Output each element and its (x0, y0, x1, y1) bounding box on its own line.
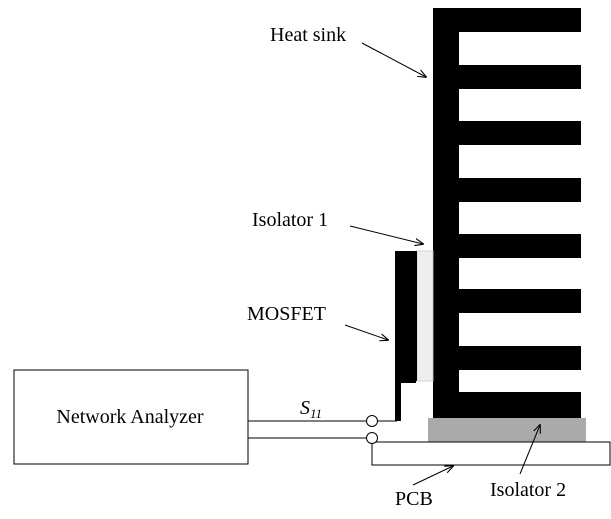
mosfet-label: MOSFET (247, 303, 326, 325)
heat-sink-fin (433, 289, 581, 313)
heat-sink-fin (433, 234, 581, 258)
isolator-2 (428, 418, 586, 442)
mosfet-tab (401, 381, 416, 383)
heat-sink (433, 8, 581, 418)
s11-symbol: S (300, 397, 310, 419)
isolator-1-pointer-arrow (349, 225, 423, 244)
heat-sink-fin (433, 346, 581, 370)
heat-sink-fin (433, 121, 581, 145)
isolator-2-label: Isolator 2 (490, 479, 566, 501)
s11-label: S11 (300, 397, 322, 421)
heat-sink-pointer-arrow (361, 42, 426, 77)
network-analyzer-box (13, 369, 249, 465)
isolator-1-label: Isolator 1 (252, 209, 328, 231)
port-terminal-upper (366, 415, 378, 427)
isolator-2-pointer-arrow (519, 425, 540, 475)
heat-sink-fin (433, 392, 581, 418)
mosfet-body (395, 251, 417, 381)
mosfet-lead (395, 381, 401, 421)
port-terminal-lower (366, 432, 378, 444)
pcb-pointer-arrow (412, 466, 453, 486)
network-analyzer-label: Network Analyzer (56, 406, 204, 428)
mosfet-pointer-arrow (344, 324, 388, 340)
heat-sink-fin (433, 65, 581, 89)
mosfet (395, 251, 417, 421)
s11-subscript: 11 (310, 406, 322, 421)
isolator-1 (416, 250, 434, 382)
pcb-label: PCB (395, 488, 433, 510)
heat-sink-label: Heat sink (270, 24, 346, 46)
heat-sink-fin (433, 8, 581, 32)
heat-sink-fin (433, 178, 581, 202)
pcb (371, 441, 611, 466)
